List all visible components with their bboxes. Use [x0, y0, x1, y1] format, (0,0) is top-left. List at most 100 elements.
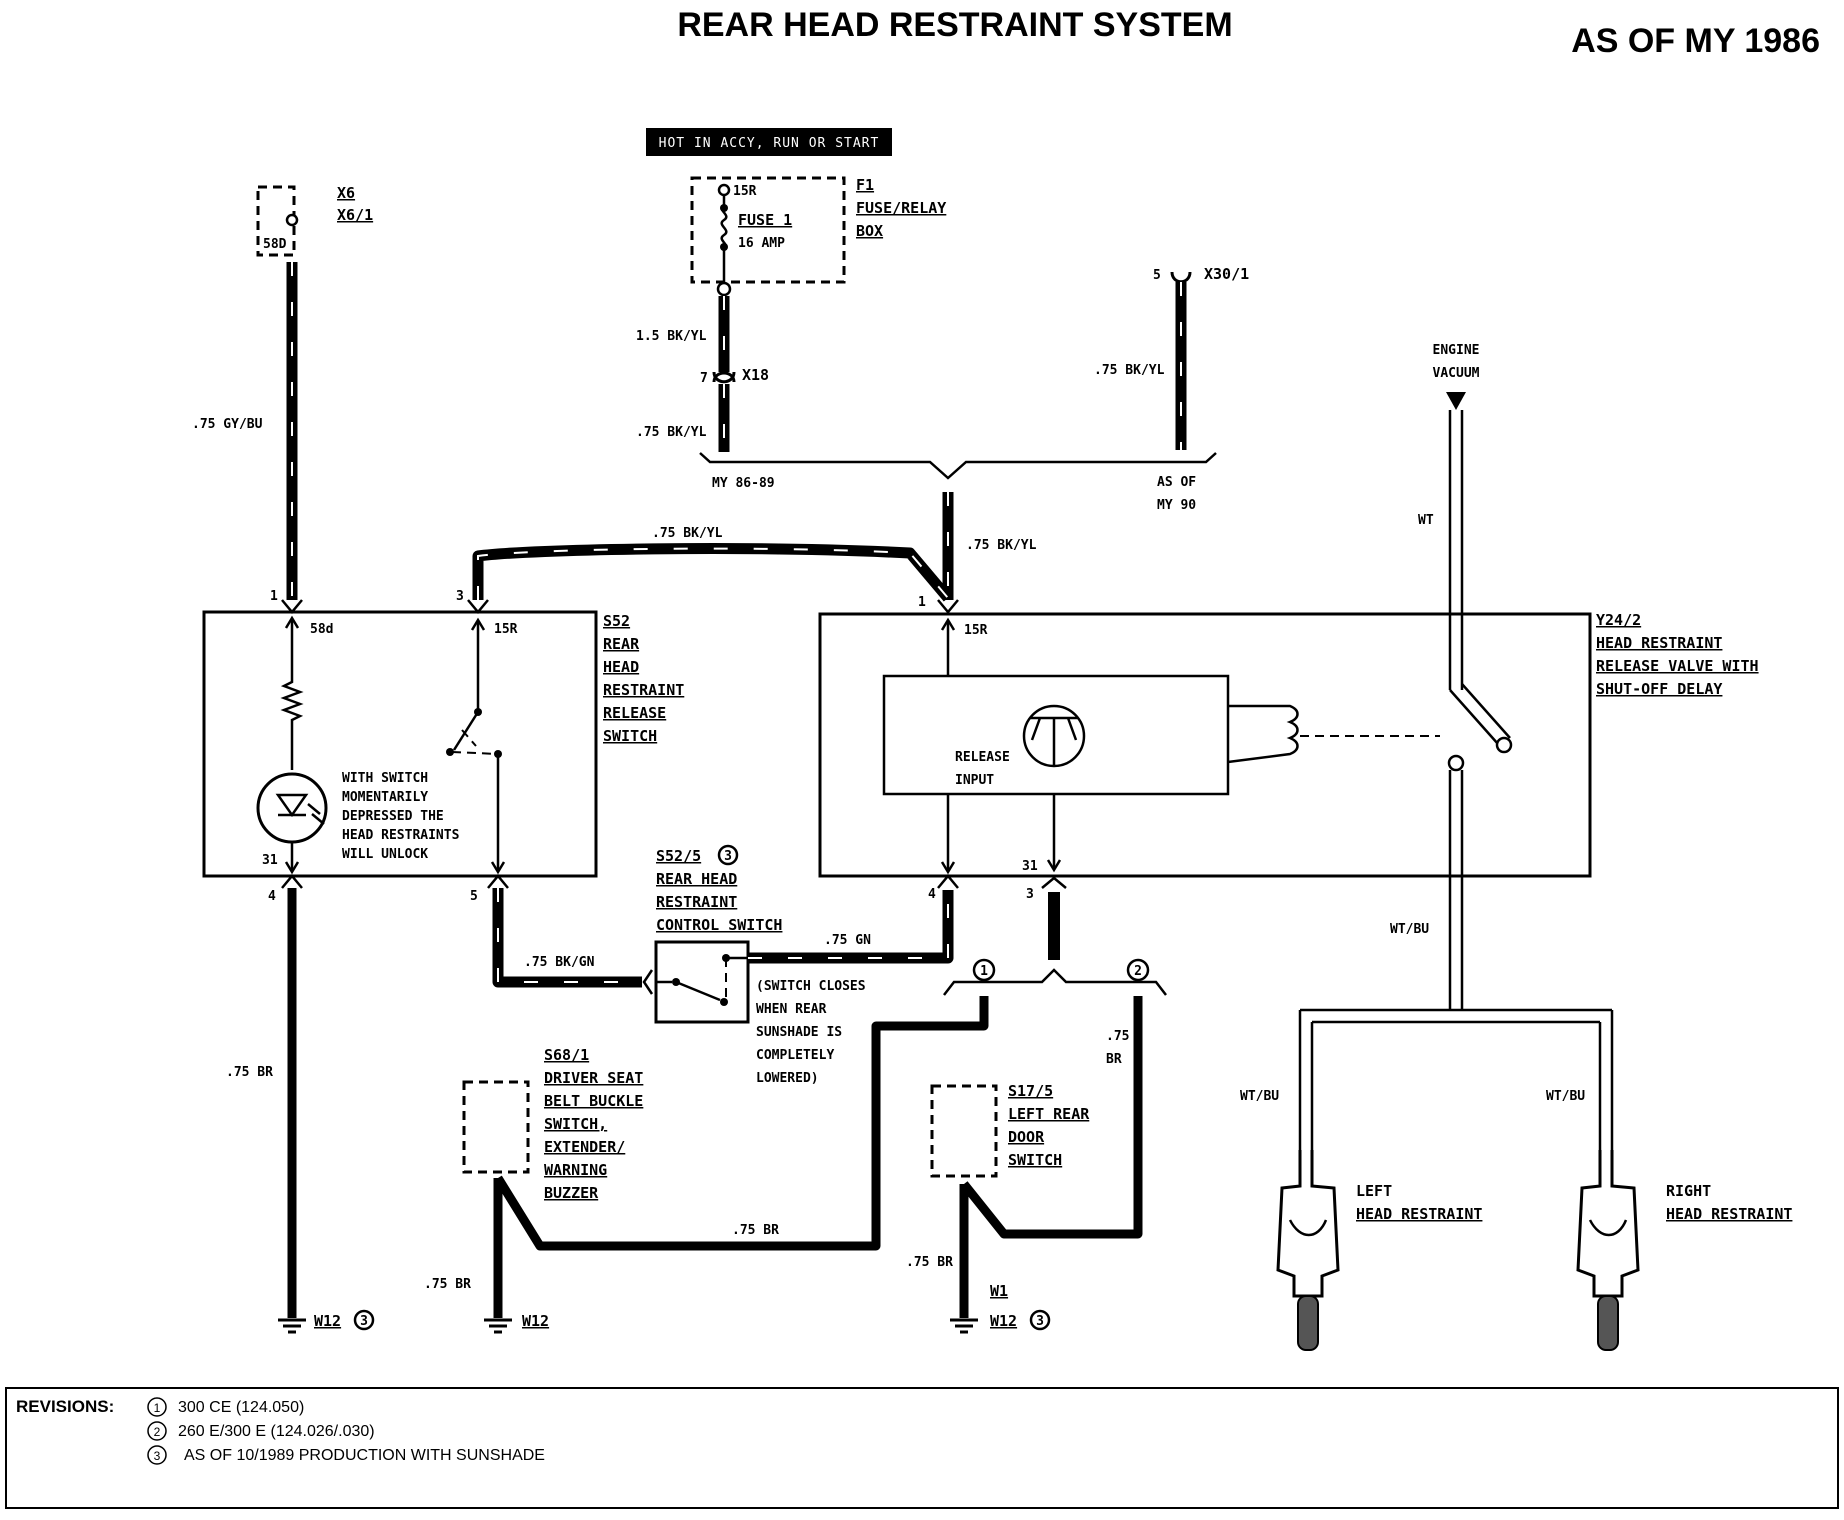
revision-2-num: 2	[154, 1425, 161, 1439]
s17-5-switch: S17/5 LEFT REAR DOOR SWITCH	[930, 1082, 1090, 1178]
branch-1-text: 1	[980, 964, 988, 979]
wire-label-br-left: .75 BR	[226, 1065, 273, 1080]
s52-5-label-1: REAR HEAD	[656, 870, 737, 888]
y24-label-3: RELEASE VALVE WITH	[1596, 657, 1759, 675]
ground-icon-2	[484, 1318, 512, 1334]
right-head-restraint: RIGHT HEAD RESTRAINT	[1576, 1150, 1792, 1351]
branch-2-marker	[1126, 958, 1150, 982]
s68-label-2: DRIVER SEAT	[544, 1069, 643, 1087]
s52-pin4: 4	[268, 889, 276, 904]
wire-label-wtbu-right: WT/BU	[1546, 1089, 1585, 1104]
y24-31: 31	[1022, 859, 1038, 874]
right-hr-line1: RIGHT	[1666, 1182, 1711, 1200]
br-wire-s17: .75 BR .75 BR W1 W12 3	[906, 996, 1143, 1334]
revision-3-marker-3	[1029, 1309, 1051, 1331]
left-hr-line1: LEFT	[1356, 1182, 1392, 1200]
year-branch-bracket: MY 86-89 AS OF MY 90	[699, 452, 1217, 513]
s68-1-switch: S68/1 DRIVER SEAT BELT BUCKLE SWITCH, EX…	[462, 1046, 643, 1202]
bkgn-wire: .75 BK/GN	[492, 888, 642, 988]
wire-label-bkyl-b: .75 BK/YL	[1094, 363, 1165, 378]
ground-w12-3: W12	[990, 1312, 1017, 1330]
wire-label-wtbu-main: WT/BU	[1390, 922, 1429, 937]
revision-1-text: 300 CE (124.050)	[178, 1399, 304, 1416]
br-wire-s68: .75 BR .75 BR W12	[424, 996, 989, 1334]
y24-15r: 15R	[964, 623, 988, 638]
s52-5-control-switch: S52/5 3 REAR HEAD RESTRAINT CONTROL SWIT…	[642, 844, 866, 1086]
x30-label: X30/1	[1204, 265, 1249, 283]
s52-5-label-3: CONTROL SWITCH	[656, 916, 782, 934]
wire-label-1-5-bkyl: 1.5 BK/YL	[636, 329, 707, 344]
f1-name-label: FUSE/RELAY	[856, 199, 946, 217]
branch-2-text: 2	[1134, 964, 1142, 979]
s52-15r: 15R	[494, 622, 518, 637]
x30-pin-label: 5	[1153, 268, 1161, 283]
y24-release-valve: 1 4 3 15R 31 RELEASE INPUT Y24/2 HEAD RE…	[818, 595, 1759, 902]
s52-5-note-4: COMPLETELY	[756, 1048, 834, 1063]
revision-3-text: AS OF 10/1989 PRODUCTION WITH SUNSHADE	[184, 1447, 545, 1464]
model-year-label: AS OF MY 1986	[1571, 22, 1820, 60]
s52-58d: 58d	[310, 622, 333, 637]
vacuum-lines: ENGINE VACUUM WT WT/BU WT/BU WT/BU	[1240, 343, 1614, 1150]
revision-2-marker	[147, 1421, 167, 1441]
x30-branch: 5 X30/1 .75 BK/YL	[1094, 265, 1249, 450]
s17-label-3: DOOR	[1008, 1128, 1045, 1146]
wire-label-br-mid: .75 BR	[732, 1223, 779, 1238]
s52-note-4: HEAD RESTRAINTS	[342, 828, 460, 843]
hot-label-text: HOT IN ACCY, RUN OR START	[659, 136, 880, 151]
s52-note-1: WITH SWITCH	[342, 771, 428, 786]
s17-label-1: S17/5	[1008, 1082, 1053, 1100]
s52-note-3: DEPRESSED THE	[342, 809, 444, 824]
s68-label-4: SWITCH,	[544, 1115, 607, 1133]
s52-label-4: RESTRAINT	[603, 681, 684, 699]
fuse-feed-wire: 1.5 BK/YL 7 X18 .75 BK/YL	[636, 296, 769, 452]
s52-pin3: 3	[456, 589, 464, 604]
s52-note-5: WILL UNLOCK	[342, 847, 428, 862]
s17-label-4: SWITCH	[1008, 1151, 1062, 1169]
s52-label-2: REAR	[603, 635, 640, 653]
revision-2-text: 260 E/300 E (124.026/.030)	[178, 1423, 375, 1440]
wire-label-br-right-2: BR	[1106, 1052, 1122, 1067]
power-source-label: HOT IN ACCY, RUN OR START	[646, 128, 892, 156]
br-ground-wire-left: .75 BR W12 3	[226, 888, 375, 1334]
ground-w12-2: W12	[522, 1312, 549, 1330]
my90-line2: MY 90	[1157, 498, 1196, 513]
revision-3-text-s52-5: 3	[724, 849, 732, 864]
left-head-restraint: LEFT HEAD RESTRAINT	[1276, 1150, 1482, 1351]
wire-label-bkyl-a: .75 BK/YL	[636, 425, 707, 440]
wire-label-wtbu-left: WT/BU	[1240, 1089, 1279, 1104]
s52-5-note-2: WHEN REAR	[756, 1002, 827, 1017]
branch-1-marker	[972, 958, 996, 982]
revision-3-marker-1	[353, 1309, 375, 1331]
wire-label-gn: .75 GN	[824, 933, 871, 948]
my90-line1: AS OF	[1157, 475, 1196, 490]
wire-label-gybu: .75 GY/BU	[192, 417, 263, 432]
s68-label-3: BELT BUCKLE	[544, 1092, 643, 1110]
pin3-branch: 1 2	[943, 892, 1167, 996]
revision-3-text-1: 3	[360, 1314, 368, 1329]
s52-label-6: SWITCH	[603, 727, 657, 745]
ground-icon-1	[278, 1318, 306, 1334]
right-hr-line2: HEAD RESTRAINT	[1666, 1205, 1792, 1223]
my86-label: MY 86-89	[712, 476, 775, 491]
s52-release-switch: 1 3 4 5 58d 15R 31 WITH SWITCH MOMENTARI…	[202, 589, 684, 904]
f1-box-label: BOX	[856, 222, 883, 240]
f1-pin-label: 15R	[733, 184, 757, 199]
input-label: INPUT	[955, 773, 994, 788]
revision-1-num: 1	[154, 1401, 161, 1415]
s52-31: 31	[262, 853, 278, 868]
y24-pin4: 4	[928, 887, 936, 902]
engine-vacuum-line2: VACUUM	[1433, 366, 1480, 381]
revision-3-num: 3	[154, 1449, 161, 1463]
s17-label-2: LEFT REAR	[1008, 1105, 1090, 1123]
s52-5-note-1: (SWITCH CLOSES	[756, 979, 866, 994]
x6-connector: 58D X6 X6/1	[256, 184, 373, 257]
revision-1-marker	[147, 1397, 167, 1417]
x6-pin-label: 58D	[263, 237, 287, 252]
s68-label-5: EXTENDER/	[544, 1138, 625, 1156]
gybu-wire: .75 GY/BU	[192, 262, 298, 600]
s52-label-5: RELEASE	[603, 704, 666, 722]
y24-pin3: 3	[1026, 887, 1034, 902]
revisions-box: REVISIONS: 1 300 CE (124.050) 2 260 E/30…	[5, 1387, 1839, 1509]
f1-id-label: F1	[856, 176, 874, 194]
y24-label-2: HEAD RESTRAINT	[1596, 634, 1722, 652]
